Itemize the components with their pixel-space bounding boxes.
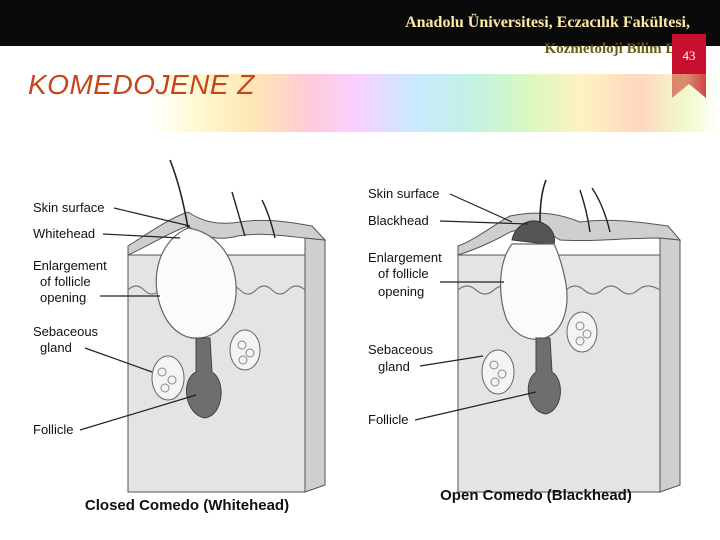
label-sebaceous-right-1: Sebaceous [368,342,434,357]
label-enlargement-right-2: of follicle [378,266,429,281]
label-blackhead: Blackhead [368,213,429,228]
label-enlargement-left-3: opening [40,290,86,305]
decorative-color-band [150,74,720,132]
label-sebaceous-left-2: gland [40,340,72,355]
label-enlargement-left-1: Enlargement [33,258,107,273]
label-enlargement-left-2: of follicle [40,274,91,289]
open-comedo-leader-lines [414,193,537,421]
closed-comedo-labels: Skin surface Whitehead Enlargement of fo… [33,200,107,437]
slide-title: KOMEDOJENE Z [28,69,255,100]
institution-header-line2: Kozmetoloji Bilim Dalı [544,41,692,57]
open-comedo-illustration [457,179,682,493]
label-whitehead: Whitehead [33,226,95,241]
label-sebaceous-right-2: gland [378,359,410,374]
label-follicle-left: Follicle [33,422,73,437]
label-skin-surface-right: Skin surface [368,186,440,201]
label-enlargement-right-3: opening [378,284,424,299]
page-number: 43 [683,48,696,63]
label-sebaceous-left-1: Sebaceous [33,324,99,339]
label-enlargement-right-1: Enlargement [368,250,442,265]
institution-header-line1: Anadolu Üniversitesi, Eczacılık Fakültes… [405,14,690,31]
label-skin-surface-left: Skin surface [33,200,105,215]
closed-comedo-leader-lines [79,207,197,431]
header-bar [0,0,720,46]
caption-open-comedo: Open Comedo (Blackhead) [440,487,632,504]
label-follicle-right: Follicle [368,412,408,427]
open-comedo-labels: Skin surface Blackhead Enlargement of fo… [368,186,442,427]
caption-closed-comedo: Closed Comedo (Whitehead) [85,497,289,514]
closed-comedo-illustration [127,159,327,493]
